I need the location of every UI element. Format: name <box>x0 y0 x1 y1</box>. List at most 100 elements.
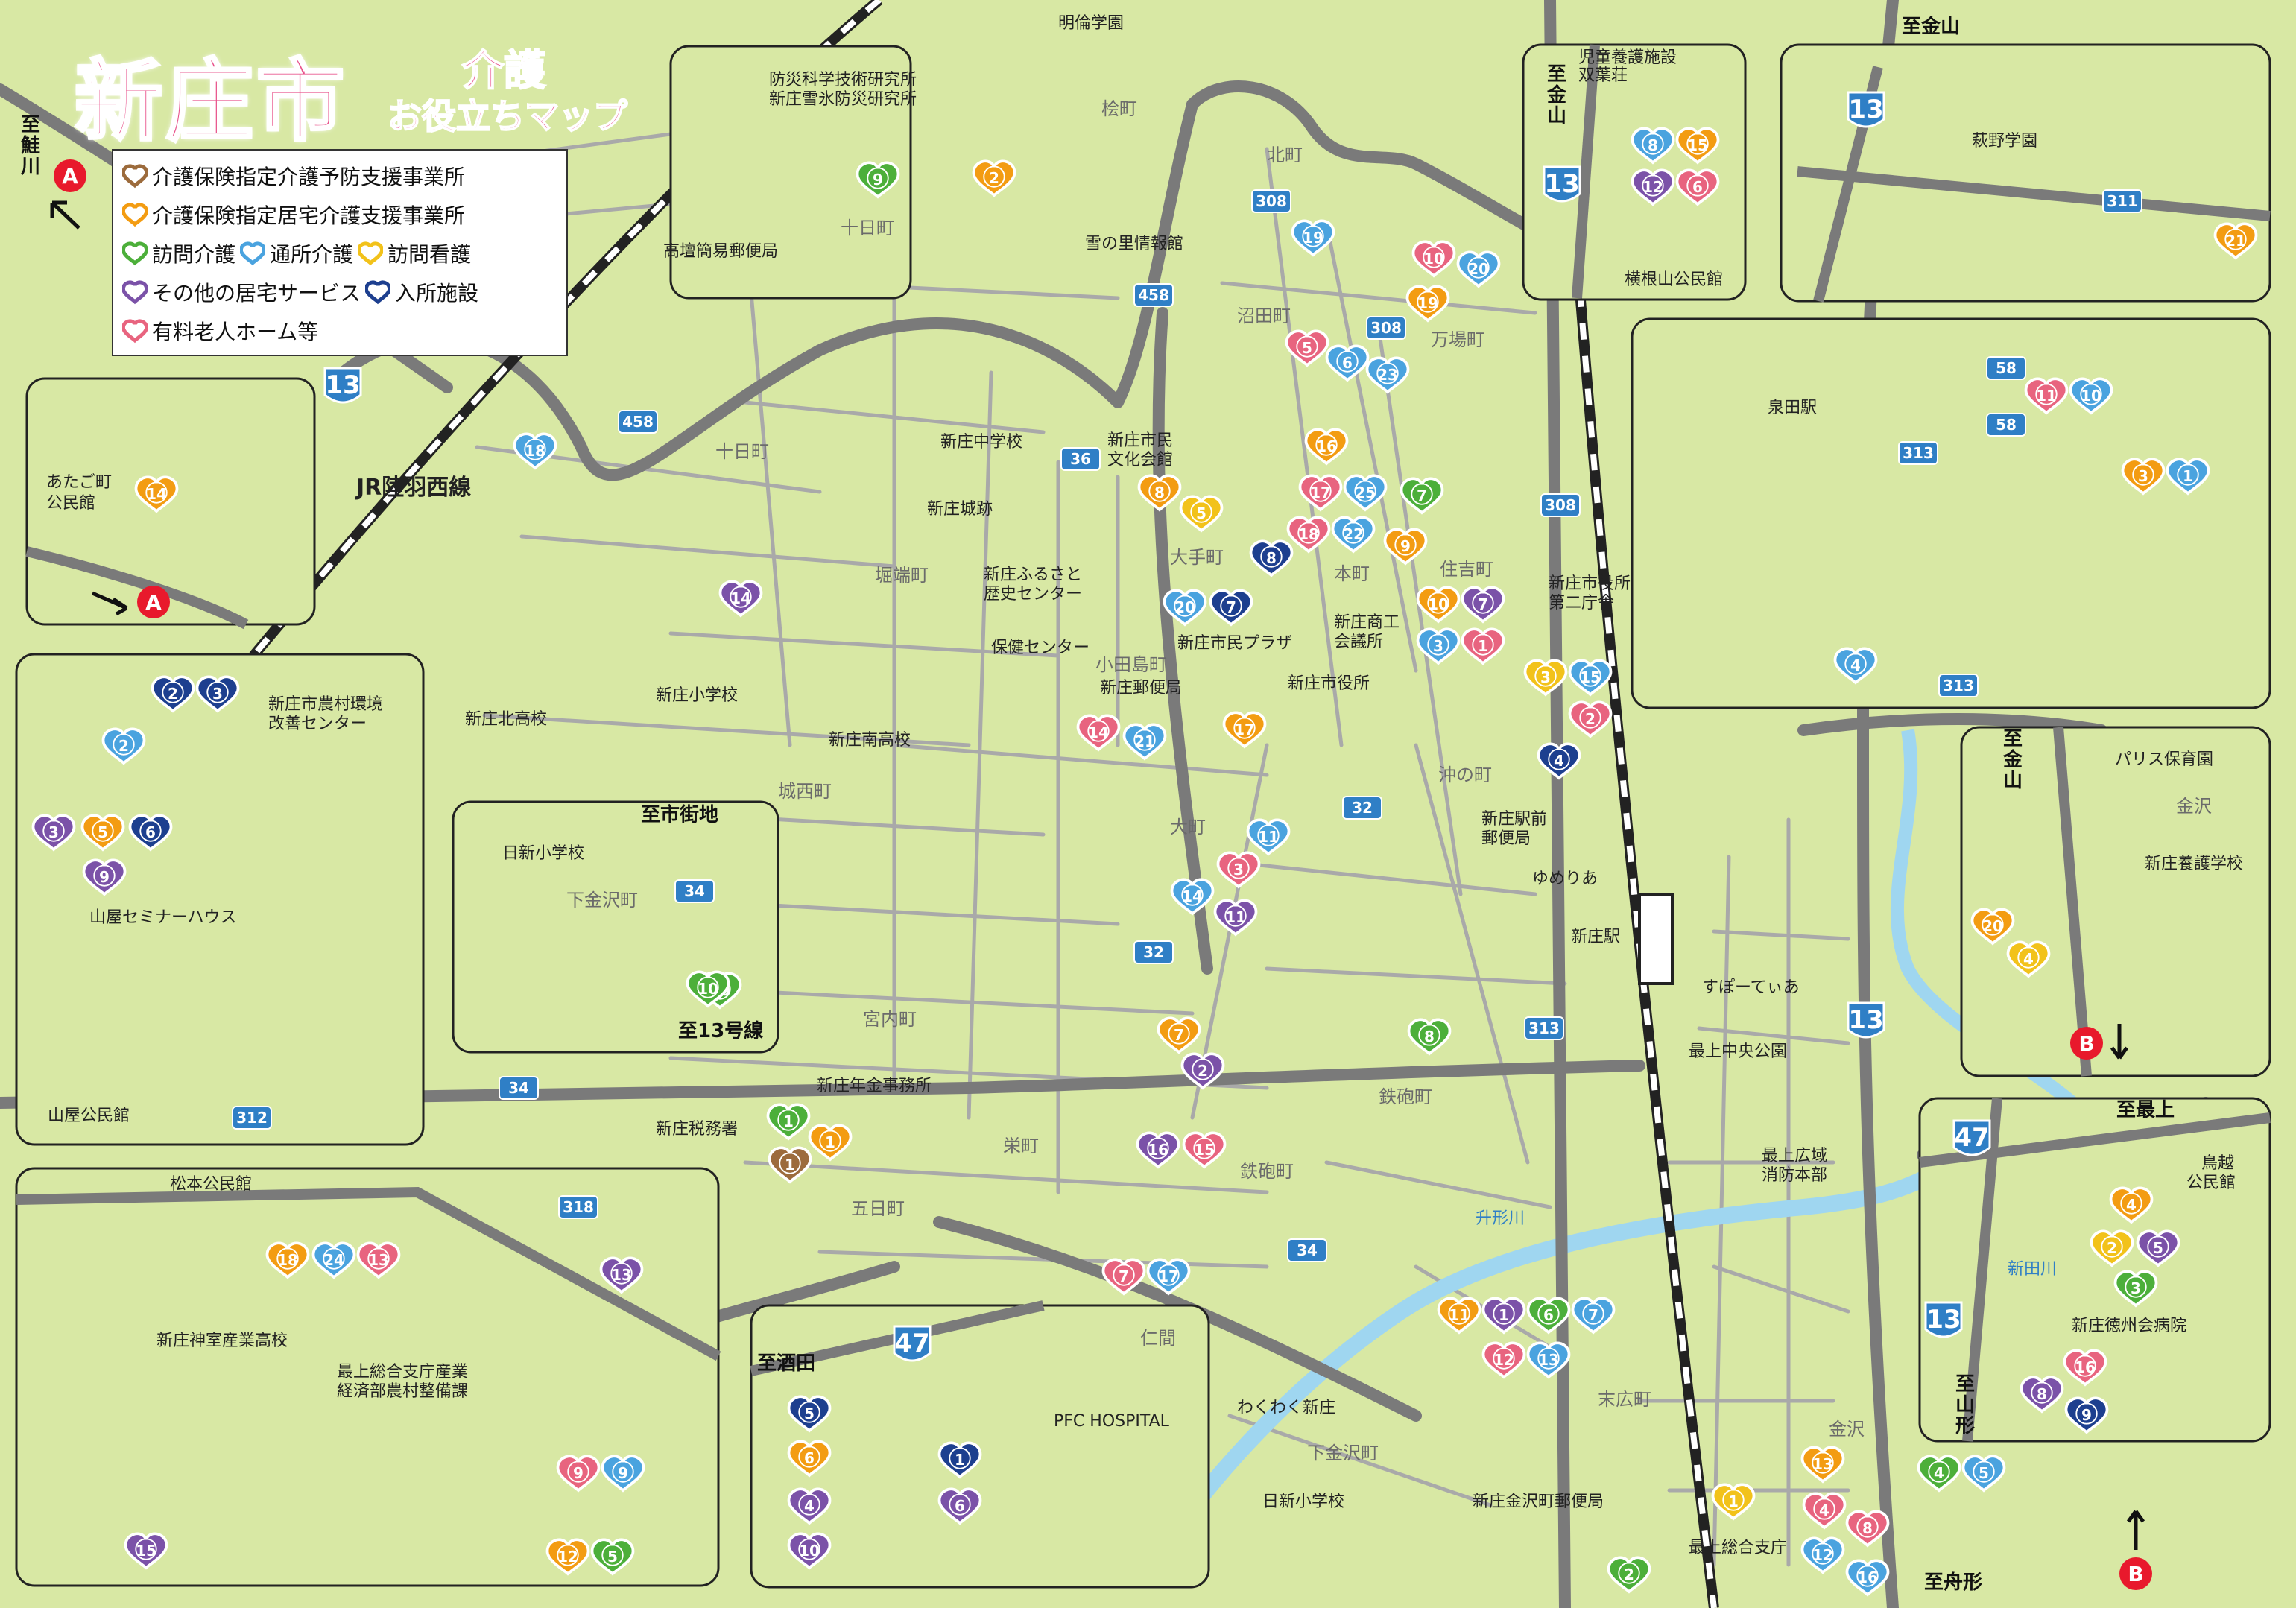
marker-kyotaku-13[interactable]: 13 <box>1800 1446 1845 1483</box>
marker-tsusho-13[interactable]: 13 <box>1526 1341 1571 1378</box>
marker-tsusho-20[interactable]: 20 <box>1163 589 1207 626</box>
marker-nyusho-8[interactable]: 8 <box>1249 539 1294 577</box>
marker-yuryo-14[interactable]: 14 <box>1076 714 1121 751</box>
marker-other-10[interactable]: 10 <box>787 1532 832 1569</box>
marker-other-14[interactable]: 14 <box>718 580 763 617</box>
marker-houmon-kango-3[interactable]: 3 <box>1523 659 1568 696</box>
marker-tsusho-7[interactable]: 7 <box>1571 1297 1616 1334</box>
marker-houmon-kango-5[interactable]: 5 <box>1179 495 1224 532</box>
marker-tsusho-11[interactable]: 11 <box>1246 818 1291 855</box>
marker-kyotaku-15[interactable]: 15 <box>1675 127 1720 164</box>
marker-kyotaku-3[interactable]: 3 <box>2121 458 2166 495</box>
marker-kyotaku-1[interactable]: 1 <box>808 1124 853 1161</box>
marker-tsusho-2[interactable]: 2 <box>101 727 146 765</box>
marker-tsusho-1[interactable]: 1 <box>2166 458 2210 495</box>
marker-tsusho-24[interactable]: 24 <box>311 1241 356 1279</box>
marker-other-5[interactable]: 5 <box>2136 1229 2180 1267</box>
marker-yuryo-5[interactable]: 5 <box>1285 329 1329 367</box>
marker-kyotaku-9[interactable]: 9 <box>1383 528 1428 565</box>
marker-yuryo-10[interactable]: 10 <box>1411 240 1456 277</box>
marker-houmon-kaigo-5[interactable]: 5 <box>590 1538 635 1575</box>
marker-kyotaku-18[interactable]: 18 <box>265 1241 310 1279</box>
marker-nyusho-3[interactable]: 3 <box>195 675 240 712</box>
marker-houmon-kango-1[interactable]: 1 <box>1711 1483 1756 1520</box>
marker-tsusho-5[interactable]: 5 <box>1961 1455 2006 1492</box>
marker-tsusho-15[interactable]: 15 <box>1568 659 1613 696</box>
marker-yuryo-11[interactable]: 11 <box>2024 377 2069 414</box>
marker-other-13[interactable]: 13 <box>599 1256 644 1294</box>
marker-kyotaku-14[interactable]: 14 <box>134 475 179 513</box>
marker-tsusho-20[interactable]: 20 <box>1456 250 1501 288</box>
marker-yuryo-12[interactable]: 12 <box>1481 1341 1526 1378</box>
marker-yuryo-1[interactable]: 1 <box>1461 627 1505 665</box>
marker-other-11[interactable]: 11 <box>1213 899 1258 936</box>
marker-nyusho-6[interactable]: 6 <box>128 814 173 851</box>
marker-tsusho-8[interactable]: 8 <box>1631 127 1675 164</box>
marker-yuryo-9[interactable]: 9 <box>556 1455 601 1492</box>
marker-other-9[interactable]: 9 <box>82 858 127 896</box>
marker-tsusho-9[interactable]: 9 <box>601 1455 645 1492</box>
marker-yobo-1[interactable]: 1 <box>768 1146 812 1183</box>
marker-tsusho-6[interactable]: 6 <box>1325 344 1370 382</box>
marker-kyotaku-10[interactable]: 10 <box>1416 586 1461 623</box>
marker-tsusho-12[interactable]: 12 <box>1800 1536 1845 1574</box>
marker-houmon-kaigo-4[interactable]: 4 <box>1917 1455 1961 1492</box>
marker-yuryo-3[interactable]: 3 <box>1216 851 1261 888</box>
marker-houmon-kaigo-7[interactable]: 7 <box>1400 477 1444 514</box>
marker-other-2[interactable]: 2 <box>1180 1052 1225 1089</box>
marker-yuryo-6[interactable]: 6 <box>1675 168 1720 206</box>
marker-nyusho-9[interactable]: 9 <box>2064 1396 2109 1434</box>
marker-kyotaku-2[interactable]: 2 <box>972 159 1016 197</box>
marker-yuryo-4[interactable]: 4 <box>1802 1492 1847 1529</box>
marker-yuryo-17[interactable]: 17 <box>1298 474 1343 511</box>
marker-tsusho-10[interactable]: 10 <box>2069 377 2113 414</box>
marker-tsusho-16[interactable]: 16 <box>1845 1559 1890 1596</box>
marker-houmon-kaigo-1[interactable]: 1 <box>766 1103 811 1140</box>
marker-other-7[interactable]: 7 <box>1461 586 1505 623</box>
marker-yuryo-18[interactable]: 18 <box>1286 516 1331 553</box>
marker-kyotaku-20[interactable]: 20 <box>1970 908 2015 945</box>
marker-nyusho-2[interactable]: 2 <box>151 675 195 712</box>
marker-other-8[interactable]: 8 <box>2020 1376 2064 1413</box>
marker-kyotaku-8[interactable]: 8 <box>1137 474 1182 511</box>
marker-tsusho-17[interactable]: 17 <box>1146 1258 1191 1295</box>
marker-tsusho-21[interactable]: 21 <box>1122 723 1167 760</box>
marker-other-4[interactable]: 4 <box>787 1487 832 1525</box>
marker-kyotaku-11[interactable]: 11 <box>1437 1297 1481 1334</box>
marker-tsusho-4[interactable]: 4 <box>1833 647 1878 684</box>
marker-houmon-kaigo-9[interactable]: 9 <box>856 161 900 198</box>
marker-tsusho-14[interactable]: 14 <box>1170 878 1215 915</box>
marker-nyusho-4[interactable]: 4 <box>1537 742 1581 779</box>
marker-yuryo-15[interactable]: 15 <box>1182 1131 1227 1168</box>
marker-other-16[interactable]: 16 <box>1136 1131 1180 1168</box>
marker-kyotaku-4[interactable]: 4 <box>2109 1186 2154 1224</box>
marker-other-15[interactable]: 15 <box>124 1532 168 1569</box>
marker-tsusho-23[interactable]: 23 <box>1365 356 1410 393</box>
marker-tsusho-22[interactable]: 22 <box>1331 516 1376 553</box>
marker-houmon-kaigo-6[interactable]: 6 <box>1526 1297 1571 1334</box>
marker-tsusho-25[interactable]: 25 <box>1343 474 1388 511</box>
marker-yuryo-13[interactable]: 13 <box>356 1241 401 1279</box>
marker-yuryo-8[interactable]: 8 <box>1845 1510 1890 1547</box>
marker-other-6[interactable]: 6 <box>937 1487 982 1525</box>
marker-kyotaku-17[interactable]: 17 <box>1222 711 1267 748</box>
marker-tsusho-19[interactable]: 19 <box>1291 219 1335 256</box>
marker-kyotaku-12[interactable]: 12 <box>545 1538 590 1575</box>
marker-nyusho-5[interactable]: 5 <box>787 1395 832 1432</box>
marker-nyusho-7[interactable]: 7 <box>1209 589 1253 626</box>
marker-kyotaku-7[interactable]: 7 <box>1157 1016 1201 1054</box>
marker-houmon-kaigo-10[interactable]: 10 <box>686 970 730 1007</box>
marker-houmon-kaigo-3[interactable]: 3 <box>2113 1270 2158 1307</box>
marker-houmon-kango-2[interactable]: 2 <box>2090 1229 2134 1267</box>
marker-kyotaku-6[interactable]: 6 <box>787 1440 832 1477</box>
marker-other-3[interactable]: 3 <box>31 814 76 851</box>
marker-other-12[interactable]: 12 <box>1631 168 1675 206</box>
marker-yuryo-2[interactable]: 2 <box>1568 700 1613 738</box>
marker-houmon-kango-4[interactable]: 4 <box>2006 940 2051 978</box>
marker-tsusho-3[interactable]: 3 <box>1416 627 1461 665</box>
marker-kyotaku-16[interactable]: 16 <box>1304 428 1349 465</box>
marker-kyotaku-5[interactable]: 5 <box>80 814 125 851</box>
marker-kyotaku-19[interactable]: 19 <box>1405 285 1450 322</box>
marker-yuryo-16[interactable]: 16 <box>2063 1349 2107 1386</box>
marker-tsusho-18[interactable]: 18 <box>513 432 557 469</box>
